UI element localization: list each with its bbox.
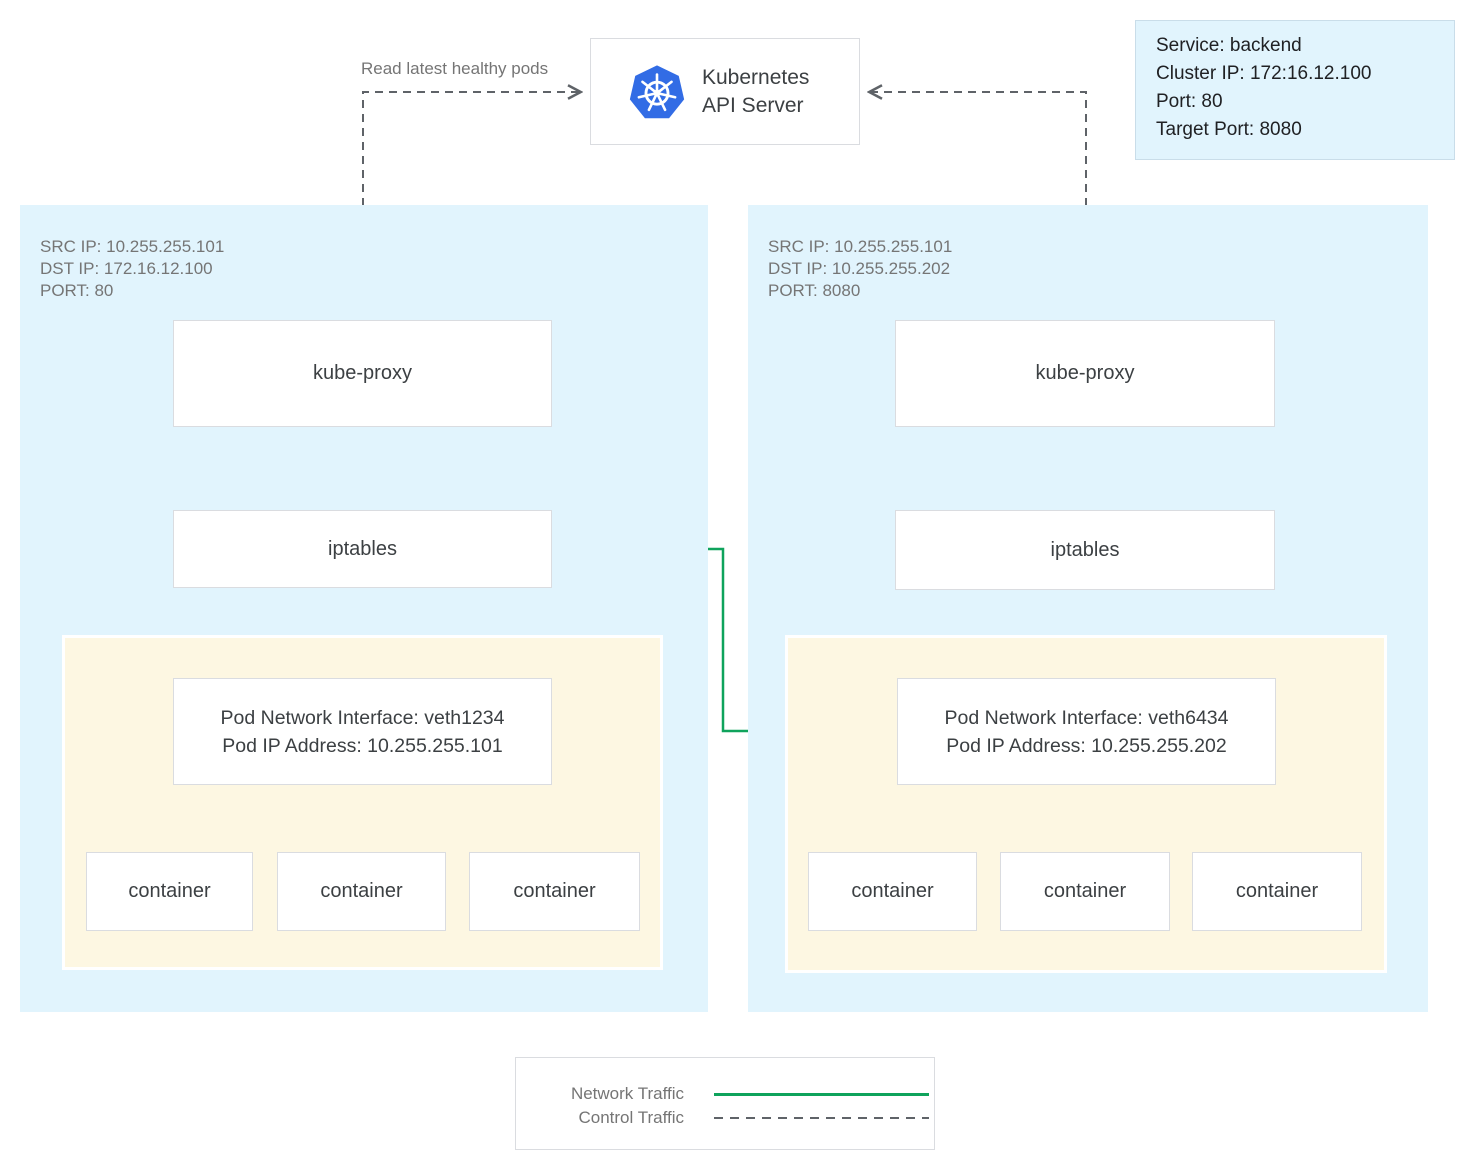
- node-left-dst-ip: DST IP: 172.16.12.100: [40, 259, 213, 278]
- container-box: container: [808, 852, 977, 931]
- service-cluster-ip: Cluster IP: 172:16.12.100: [1156, 63, 1372, 84]
- container-box: container: [277, 852, 446, 931]
- container-label: container: [851, 880, 934, 902]
- kubernetes-logo-icon: [629, 64, 685, 118]
- node-right-dst-ip: DST IP: 10.255.255.202: [768, 259, 951, 278]
- pod-interface-right-line2: Pod IP Address: 10.255.255.202: [946, 734, 1227, 757]
- iptables-box-left: iptables: [173, 510, 552, 588]
- container-box: container: [1192, 852, 1362, 931]
- pod-interface-left-line1: Pod Network Interface: veth1234: [220, 706, 505, 729]
- node-left-port: PORT: 80: [40, 281, 114, 300]
- node-left-header: SRC IP: 10.255.255.101 DST IP: 172.16.12…: [40, 236, 224, 302]
- service-target-port: Target Port: 8080: [1156, 119, 1302, 140]
- legend-control-traffic-label: Control Traffic: [578, 1108, 684, 1127]
- legend-row-control-traffic: Control Traffic: [516, 1106, 934, 1130]
- service-info-box: Service: backend Cluster IP: 172:16.12.1…: [1135, 20, 1455, 160]
- iptables-label-right: iptables: [1050, 538, 1120, 561]
- container-label: container: [320, 880, 403, 902]
- kube-proxy-box-left: kube-proxy: [173, 320, 552, 427]
- container-label: container: [1235, 880, 1319, 902]
- control-traffic-line-sample: [714, 1117, 929, 1119]
- api-server-label: Kubernetes API Server: [702, 65, 810, 117]
- read-latest-healthy-pods-label: Read latest healthy pods: [361, 59, 549, 78]
- container-box: container: [86, 852, 253, 931]
- node-right-header: SRC IP: 10.255.255.101 DST IP: 10.255.25…: [768, 236, 952, 302]
- kube-proxy-box-right: kube-proxy: [895, 320, 1275, 427]
- kube-proxy-label-left: kube-proxy: [313, 362, 412, 384]
- legend-network-traffic-label: Network Traffic: [570, 1084, 684, 1103]
- container-box: container: [1000, 852, 1170, 931]
- legend-row-network-traffic: Network Traffic: [516, 1082, 934, 1106]
- kube-proxy-label-right: kube-proxy: [1035, 362, 1135, 384]
- pod-interface-left-line2: Pod IP Address: 10.255.255.101: [222, 734, 503, 757]
- container-label: container: [128, 880, 211, 902]
- node-left-src-ip: SRC IP: 10.255.255.101: [40, 237, 225, 256]
- pod-interface-right-line1: Pod Network Interface: veth6434: [944, 706, 1229, 729]
- service-port: Port: 80: [1156, 91, 1223, 112]
- network-traffic-line-sample: [714, 1092, 929, 1096]
- legend-box: Network Traffic Control Traffic: [515, 1057, 935, 1150]
- pod-interface-box-left: Pod Network Interface: veth1234 Pod IP A…: [173, 678, 552, 785]
- node-right-port: PORT: 8080: [768, 281, 861, 300]
- node-right-src-ip: SRC IP: 10.255.255.101: [768, 237, 953, 256]
- container-label: container: [513, 880, 596, 902]
- container-box: container: [469, 852, 640, 931]
- iptables-box-right: iptables: [895, 510, 1275, 590]
- iptables-label-left: iptables: [328, 537, 397, 560]
- kubernetes-api-server-box: Kubernetes API Server: [590, 38, 860, 145]
- service-name: Service: backend: [1156, 35, 1302, 56]
- pod-interface-box-right: Pod Network Interface: veth6434 Pod IP A…: [897, 678, 1276, 785]
- container-label: container: [1043, 880, 1127, 902]
